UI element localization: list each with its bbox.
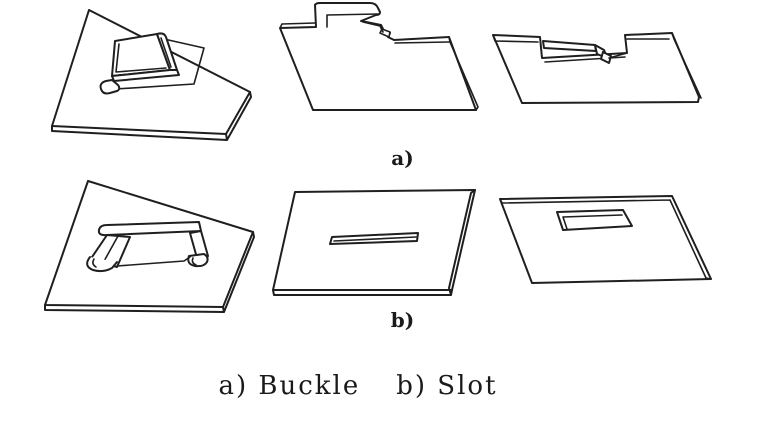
figure-caption: a) Buckle b) Slot	[0, 371, 716, 401]
figure-a1-plate-with-raised-buckle-tab	[51, 9, 252, 141]
figure-b1-plate-with-bridge-lance	[44, 180, 255, 313]
figure-a3-plate-with-notch-and-bent-strap	[492, 32, 702, 104]
figure-b2-plate-with-narrow-slot	[272, 189, 476, 296]
figure-a2-plate-with-edge-tab-and-bent-hook	[279, 2, 479, 111]
caption-part-a: a) Buckle	[218, 371, 361, 401]
figure-b3-plate-with-rectangular-hole	[499, 195, 712, 284]
label-row-b: b)	[390, 308, 415, 332]
caption-part-b: b) Slot	[396, 371, 498, 401]
label-row-a: a)	[391, 146, 414, 170]
